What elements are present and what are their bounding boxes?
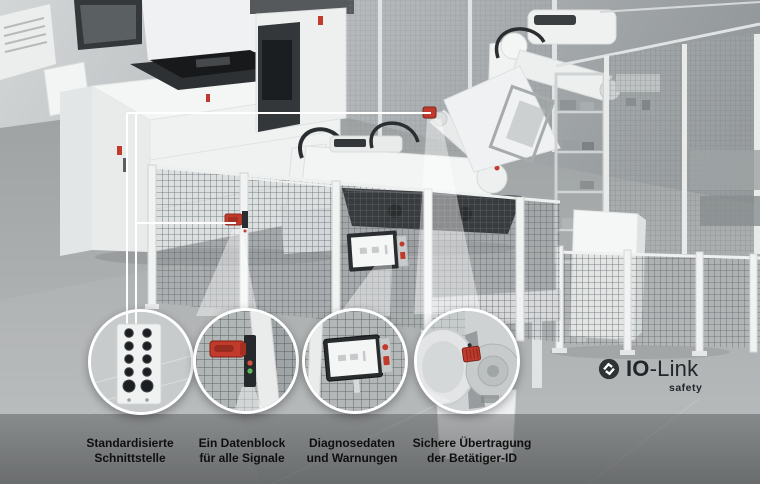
io-link-logo: IO-Link safety [598, 357, 760, 399]
actuator-photo [417, 311, 517, 411]
light-cone-hmi [338, 264, 392, 316]
caption-line: Ein Datenblock [198, 436, 286, 450]
door-lock-photo [196, 311, 296, 411]
inset-connector-panel [88, 309, 194, 415]
caption-line: für alle Signale [199, 450, 285, 465]
logo-brand-rest: -Link [649, 356, 699, 381]
right-safety-fence [604, 32, 760, 258]
light-cone-actuator [414, 119, 481, 314]
logo-brand: IO-Link [626, 357, 698, 381]
io-link-swirl-icon [598, 358, 620, 380]
led-green [247, 368, 253, 374]
caption-line: Sichere Übertragung [412, 436, 532, 450]
caption-one-datablock: Ein Datenblock für alle Signale [157, 436, 327, 465]
caption-line: Standardisierte [86, 436, 174, 450]
callout-lines [126, 112, 431, 313]
logo-brand-bold: IO [626, 356, 650, 381]
machining-center [250, 0, 354, 133]
caption-standardized-interface: Standardisierte Schnittstelle [45, 436, 215, 465]
caption-band: Standardisierte Schnittstelle Ein Datenb… [0, 414, 760, 484]
lower-right-fence [552, 245, 760, 356]
emergency-button [382, 344, 389, 351]
inset-door-lock [193, 308, 299, 414]
led-red [247, 360, 253, 366]
hmi-photo [305, 311, 405, 411]
red-actuator [461, 343, 481, 363]
caption-line: und Warnungen [306, 450, 398, 465]
caption-diagnostics: Diagnosedaten und Warnungen [267, 436, 437, 465]
inset-hmi [302, 308, 408, 414]
connector-panel-photo [91, 312, 191, 412]
hmi-panel [346, 230, 409, 272]
logo-subtitle: safety [669, 382, 703, 394]
inset-actuator [414, 308, 520, 414]
caption-line: der Betätiger-ID [426, 450, 518, 465]
front-safety-fence [145, 164, 561, 342]
light-cone-door-lock [196, 229, 258, 316]
caption-secure-id: Sichere Übertragung der Betätiger-ID [387, 436, 557, 465]
caption-line: Diagnosedaten [308, 436, 395, 450]
caption-line: Schnittstelle [94, 450, 166, 465]
